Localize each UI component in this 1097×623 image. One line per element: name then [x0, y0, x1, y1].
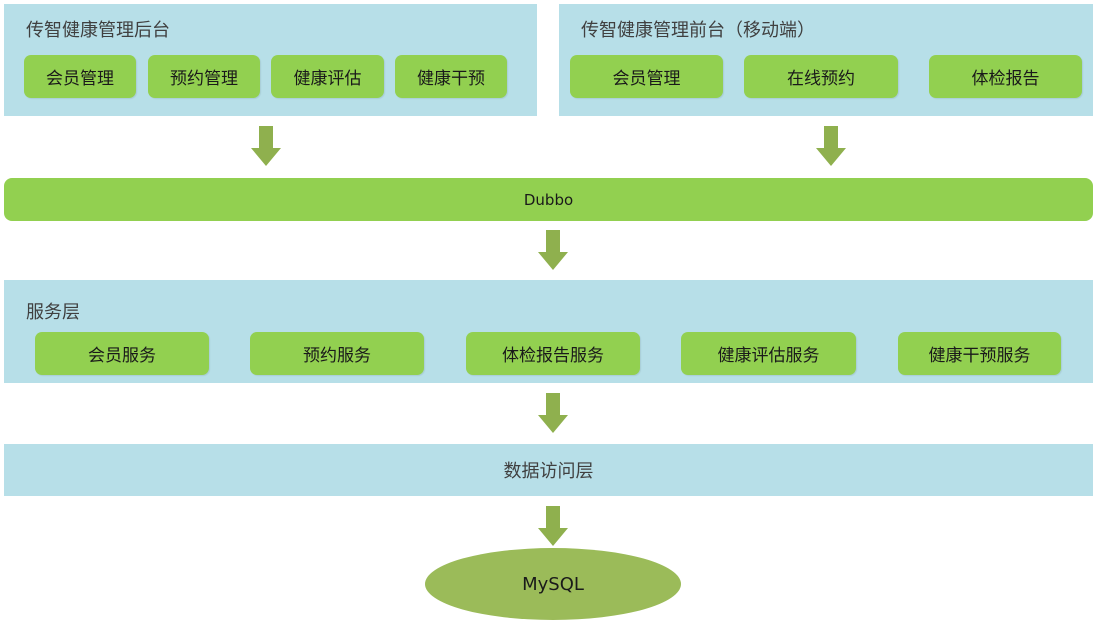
mysql-database: MySQL	[425, 548, 681, 620]
service-appointment[interactable]: 预约服务	[250, 332, 424, 375]
service-layer-title: 服务层	[26, 302, 80, 323]
backend-module-intervention[interactable]: 健康干预	[395, 55, 507, 98]
dubbo-bar: Dubbo	[4, 178, 1093, 221]
backend-panel: 传智健康管理后台 会员管理 预约管理 健康评估 健康干预	[4, 4, 537, 116]
arrow-down-icon	[538, 230, 568, 270]
service-assessment[interactable]: 健康评估服务	[681, 332, 856, 375]
arrow-down-icon	[538, 506, 568, 546]
frontend-module-member[interactable]: 会员管理	[570, 55, 723, 98]
service-member[interactable]: 会员服务	[35, 332, 209, 375]
service-report[interactable]: 体检报告服务	[466, 332, 640, 375]
frontend-module-online-booking[interactable]: 在线预约	[744, 55, 898, 98]
backend-title: 传智健康管理后台	[26, 20, 170, 41]
backend-module-assessment[interactable]: 健康评估	[271, 55, 384, 98]
data-access-layer-title: 数据访问层	[503, 461, 594, 482]
service-intervention[interactable]: 健康干预服务	[898, 332, 1061, 375]
arrow-down-icon	[816, 126, 846, 166]
service-layer-panel: 服务层 会员服务 预约服务 体检报告服务 健康评估服务 健康干预服务	[4, 280, 1093, 383]
backend-module-member[interactable]: 会员管理	[24, 55, 136, 98]
frontend-title: 传智健康管理前台（移动端）	[581, 20, 815, 41]
arrow-down-icon	[251, 126, 281, 166]
data-access-layer-panel: 数据访问层	[4, 444, 1093, 496]
arrow-down-icon	[538, 393, 568, 433]
backend-module-appointment[interactable]: 预约管理	[148, 55, 260, 98]
frontend-panel: 传智健康管理前台（移动端） 会员管理 在线预约 体检报告	[559, 4, 1093, 116]
frontend-module-report[interactable]: 体检报告	[929, 55, 1082, 98]
